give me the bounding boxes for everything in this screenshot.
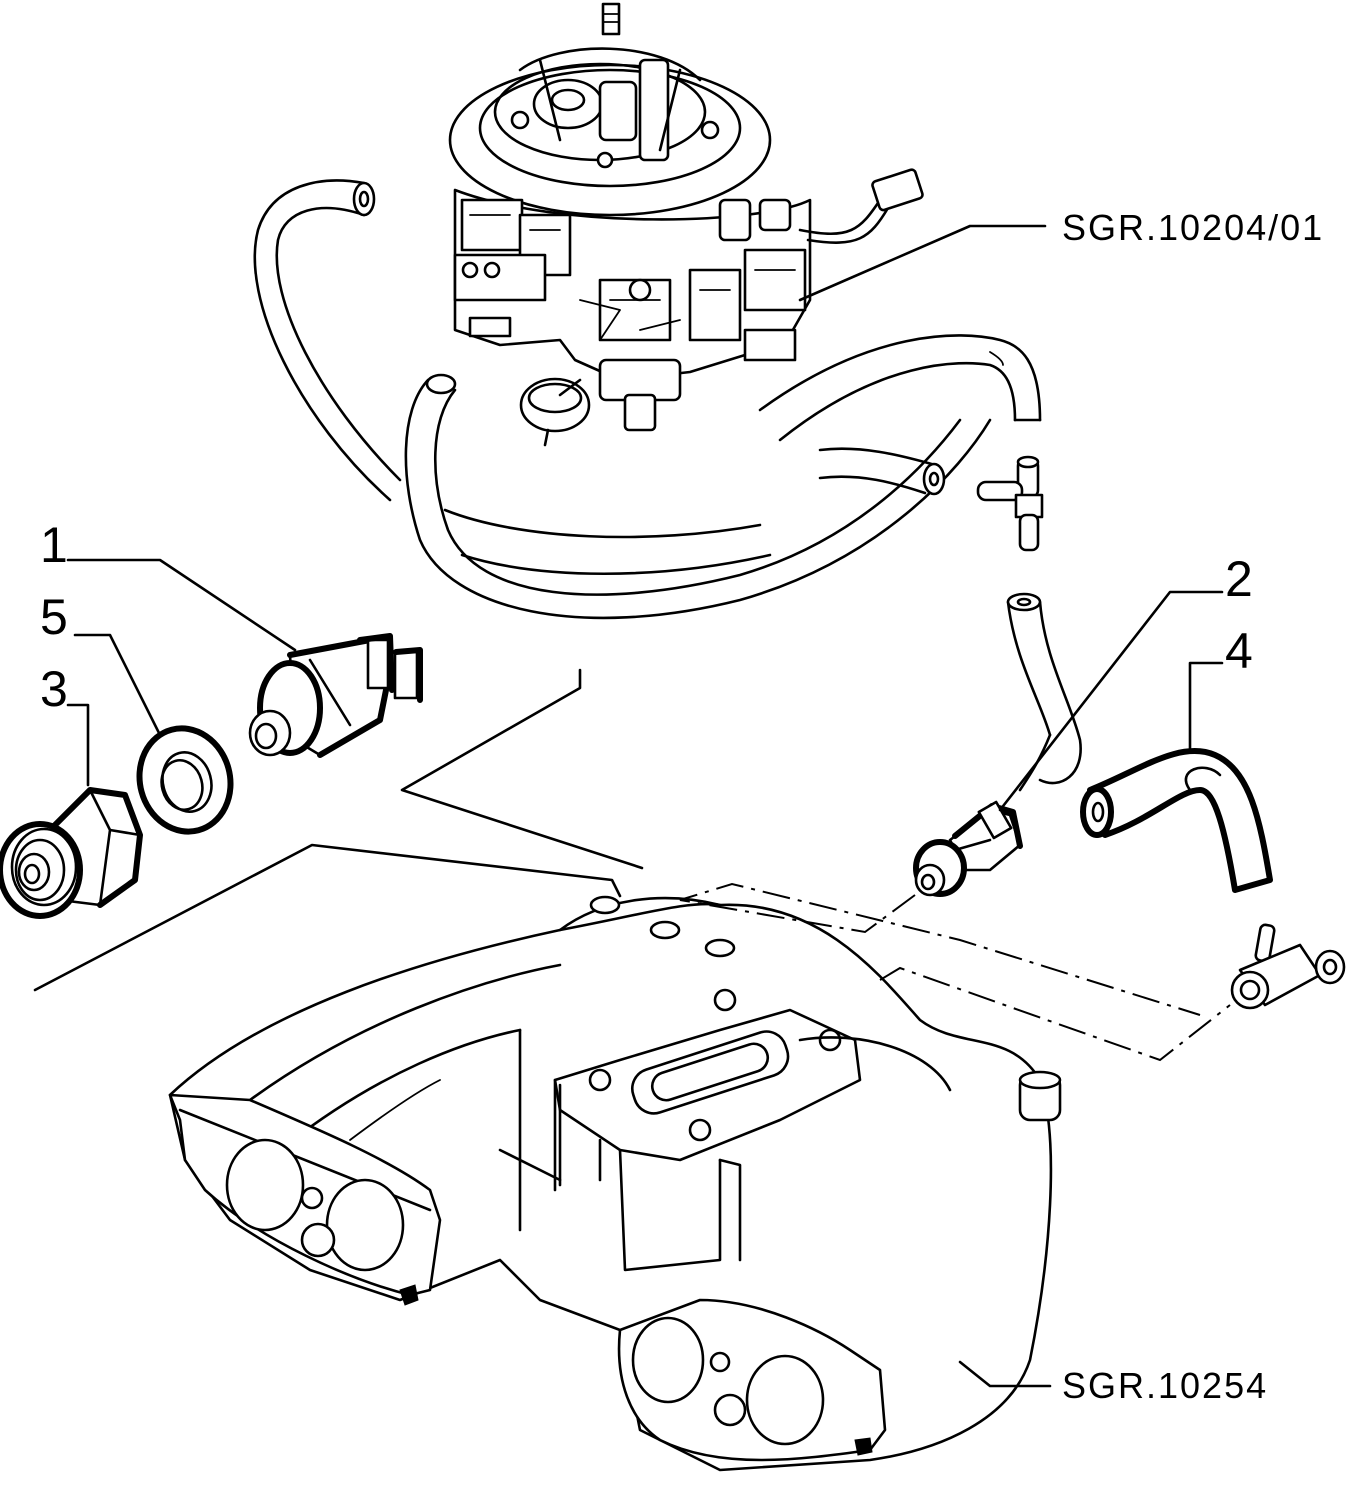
callout-5: 5 xyxy=(40,589,68,645)
callout-3: 3 xyxy=(40,661,68,717)
carburetor-assembly xyxy=(448,2,924,447)
manifold-reference-label: SGR.10254 xyxy=(1062,1365,1268,1406)
part-4-elbow-hose xyxy=(1080,747,1273,893)
leader-lines xyxy=(66,224,1224,1388)
part-2-sensor xyxy=(913,800,1023,897)
vacuum-hoses xyxy=(253,179,1082,792)
intake-manifold xyxy=(168,895,1062,1472)
callout-2: 2 xyxy=(1225,551,1253,607)
part-5-washer xyxy=(136,725,234,835)
callout-4: 4 xyxy=(1225,623,1253,679)
carburetor-reference-label: SGR.10204/01 xyxy=(1062,207,1324,248)
assembly-lines xyxy=(33,668,1231,1062)
part-1-pressure-switch xyxy=(248,633,423,758)
tee-fitting xyxy=(1230,923,1346,1010)
callout-1: 1 xyxy=(40,517,68,573)
part-3-adapter-plug xyxy=(0,787,143,919)
